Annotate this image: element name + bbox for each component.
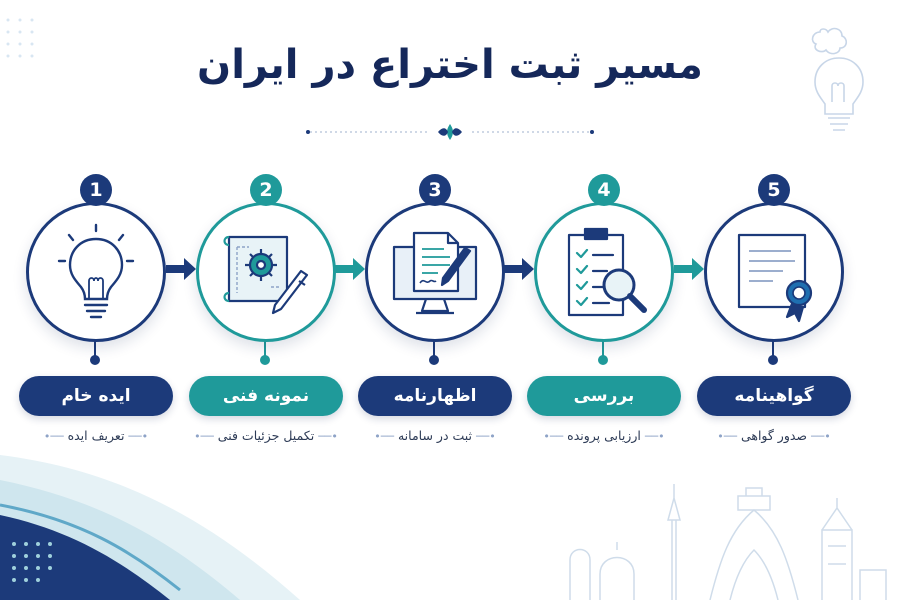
step-2-connector: [264, 336, 266, 358]
step-5: 5 گواهینامه •── صدور گواهی ──•: [689, 170, 859, 460]
blueprint-gear-icon: [223, 235, 309, 315]
title-divider: [306, 124, 594, 140]
step-4-title: بررسی: [527, 376, 681, 416]
step-5-connector: [772, 336, 774, 358]
step-5-icon-circle: [704, 202, 844, 342]
step-1-number-badge: 1: [80, 174, 112, 206]
arrow-right-icon: [166, 258, 196, 280]
step-3-icon-circle: [365, 202, 505, 342]
arrow-right-icon: [674, 258, 704, 280]
step-1-connector-dot: [90, 355, 100, 365]
step-1-icon-circle: [26, 202, 166, 342]
step-3-connector-dot: [429, 355, 439, 365]
step-5-number-badge: 5: [758, 174, 790, 206]
step-3-subtitle: •── ثبت در سامانه ──•: [374, 428, 496, 443]
step-5-connector-dot: [768, 355, 778, 365]
page-title: مسیر ثبت اختراع در ایران: [197, 42, 703, 88]
step-2-number-badge: 2: [250, 174, 282, 206]
clipboard-magnifier-icon: [567, 227, 647, 317]
step-4-icon-circle: [534, 202, 674, 342]
step-4-connector-dot: [598, 355, 608, 365]
step-5-title: گواهینامه: [697, 376, 851, 416]
step-5-subtitle: •── صدور گواهی ──•: [717, 428, 831, 443]
step-3-number-badge: 3: [419, 174, 451, 206]
lightbulb-icon: [57, 223, 135, 319]
arrow-right-icon: [504, 258, 534, 280]
certificate-icon: [737, 233, 813, 323]
step-4-subtitle: •── ارزیابی پرونده ──•: [543, 428, 665, 443]
step-2-icon-circle: [196, 202, 336, 342]
step-3: 3 اظهارنامه •── ثبت در سامانه ──•: [350, 170, 520, 460]
step-1-connector: [94, 336, 96, 358]
step-2-title: نمونه فنی: [189, 376, 343, 416]
step-1-subtitle: •── تعریف ایده ──•: [43, 428, 149, 443]
step-1-title: ایده خام: [19, 376, 173, 416]
step-2: 2 نمونه فنی •── تکمیل جزئیات فنی ──•: [181, 170, 351, 460]
step-2-subtitle: •── تکمیل جزئیات فنی ──•: [194, 428, 338, 443]
step-4-connector: [602, 336, 604, 358]
arrow-right-icon: [335, 258, 365, 280]
decorative-lightbulb-icon: [811, 27, 864, 131]
step-4-number-badge: 4: [588, 174, 620, 206]
city-skyline-illustration: [569, 484, 887, 600]
step-1: 1 ایده خام •── تعریف ایده ──•: [11, 170, 181, 460]
step-3-title: اظهارنامه: [358, 376, 512, 416]
step-4: 4 بررسی •── ارزیابی پرونده ──•: [519, 170, 689, 460]
monitor-document-icon: [392, 231, 478, 315]
step-3-connector: [433, 336, 435, 358]
step-2-connector-dot: [260, 355, 270, 365]
